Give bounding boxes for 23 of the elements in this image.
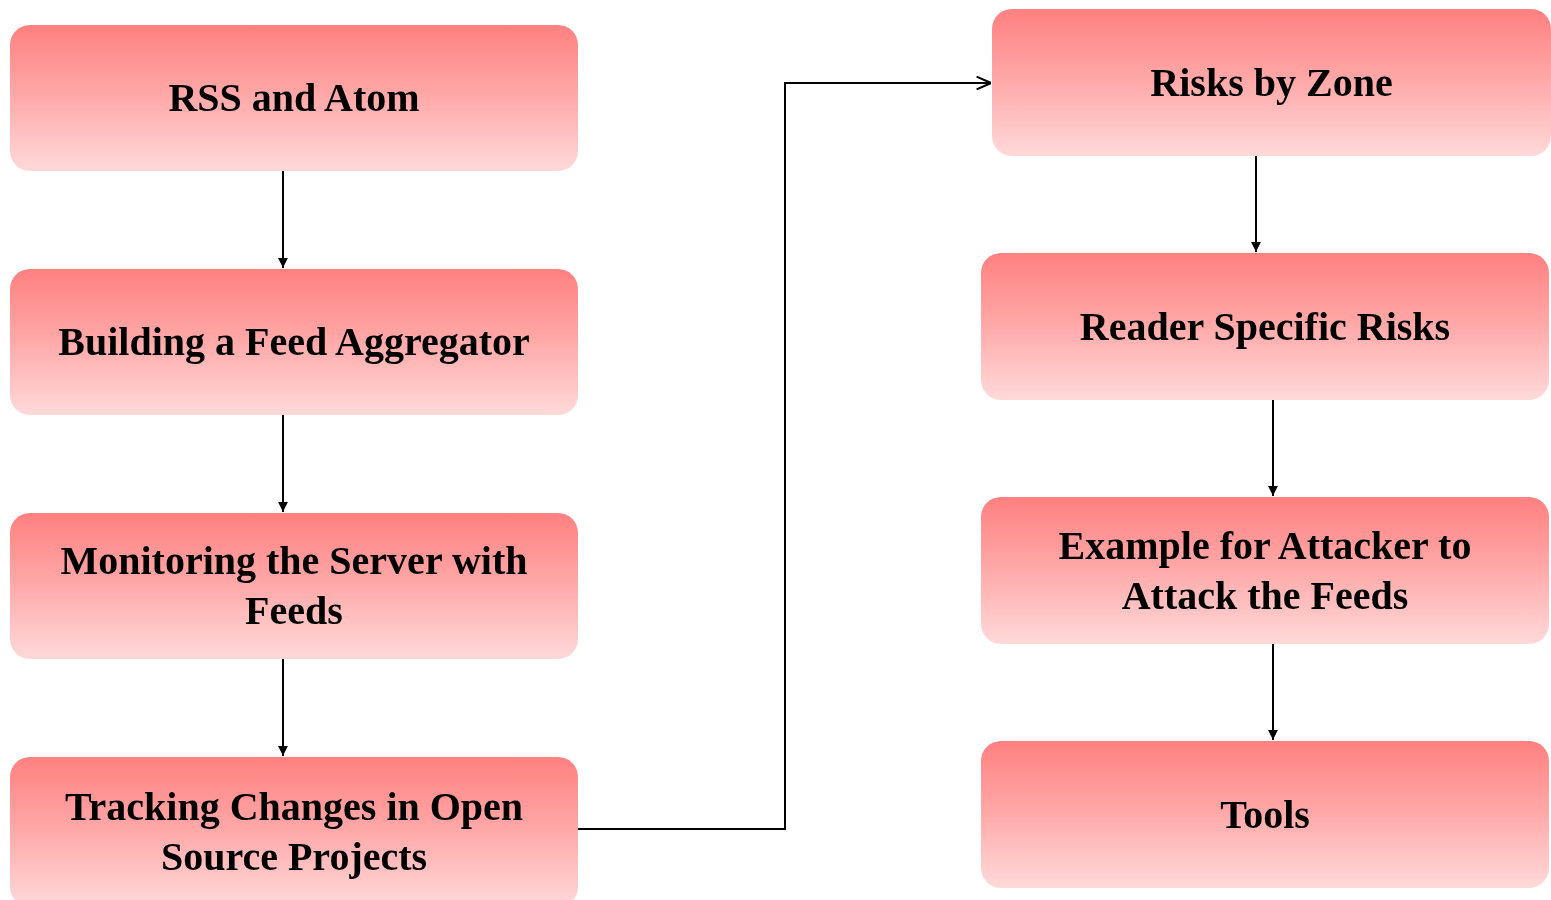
arrow bbox=[278, 414, 288, 513]
arrow bbox=[1268, 399, 1278, 497]
arrow bbox=[1251, 155, 1261, 253]
process-box bbox=[981, 741, 1549, 888]
process-box bbox=[10, 757, 578, 900]
arrow bbox=[278, 170, 288, 269]
process-box bbox=[10, 269, 578, 415]
box-label: Risks by Zone bbox=[1150, 58, 1393, 107]
box-label: Example for Attacker to Attack the Feeds bbox=[1057, 521, 1473, 620]
box-label: Building a Feed Aggregator bbox=[58, 318, 530, 366]
process-box bbox=[981, 497, 1549, 644]
box-label: Monitoring the Server with Feeds bbox=[59, 537, 529, 635]
box-label: Tools bbox=[1220, 790, 1310, 839]
box-label: Tracking Changes in Open Source Projects bbox=[63, 783, 525, 881]
box-label: RSS and Atom bbox=[168, 74, 420, 122]
process-box bbox=[981, 253, 1549, 400]
process-box bbox=[10, 25, 578, 171]
arrow bbox=[577, 75, 993, 830]
arrow bbox=[1268, 643, 1278, 741]
process-box bbox=[992, 9, 1551, 156]
process-box bbox=[10, 513, 578, 659]
box-label: Reader Specific Risks bbox=[1079, 302, 1451, 351]
arrow bbox=[278, 658, 288, 757]
